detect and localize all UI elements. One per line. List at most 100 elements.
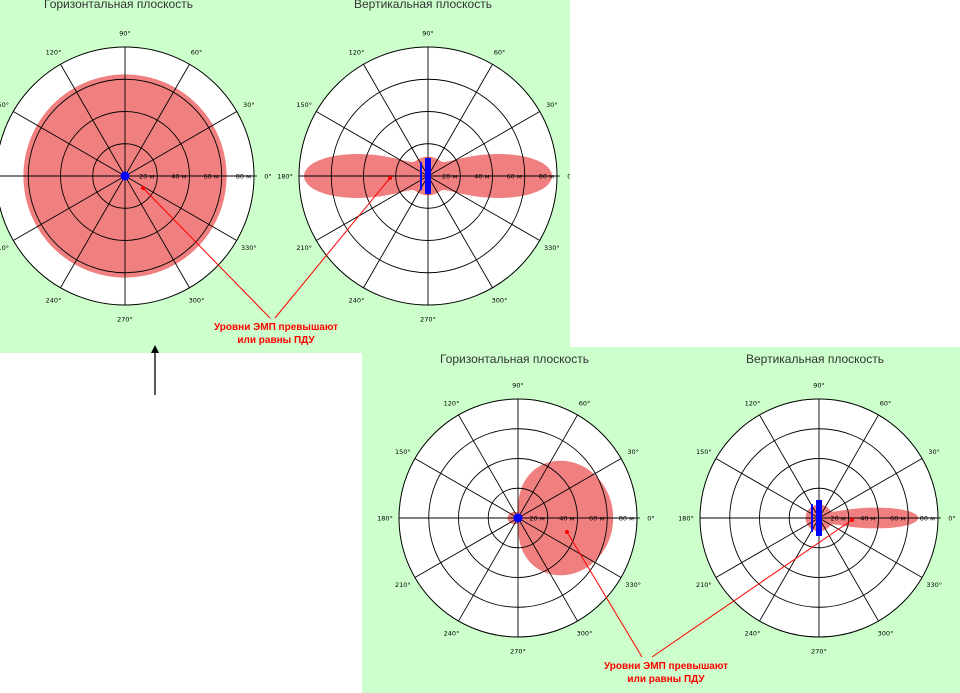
top-vertical-plot: 0°30°60°90°120°150°180°210°240°270°300°3…: [277, 30, 570, 324]
spoke-line: [316, 175, 429, 241]
angle-label: 0°: [647, 515, 654, 523]
spoke-line: [715, 517, 820, 578]
distance-label: 60 м: [589, 515, 604, 523]
spoke-line: [124, 64, 190, 177]
antenna-marker: [420, 162, 422, 190]
distance-label: 40 м: [559, 515, 574, 523]
angle-label: 300°: [492, 296, 508, 304]
angle-label: 210°: [296, 244, 312, 252]
leader-line: [566, 531, 643, 658]
angle-label: 210°: [0, 244, 9, 252]
distance-label: 40 м: [171, 173, 186, 181]
bottom-horizontal-title: Горизонтальная плоскость: [440, 352, 589, 366]
angle-label: 180°: [377, 515, 393, 523]
distance-label: 80 м: [920, 515, 935, 523]
angle-label: 90°: [813, 382, 825, 390]
spoke-line: [818, 458, 923, 519]
antenna-marker: [513, 513, 523, 523]
spoke-line: [759, 517, 820, 622]
spoke-line: [818, 517, 879, 622]
angle-label: 0°: [264, 173, 271, 181]
leader-dot: [850, 518, 854, 522]
antenna-marker: [120, 171, 130, 181]
leader-line: [142, 187, 271, 319]
angle-label: 120°: [444, 399, 460, 407]
distance-label: 20 м: [139, 173, 154, 181]
leader-dot: [141, 186, 145, 190]
spoke-line: [414, 458, 519, 519]
angle-label: 270°: [510, 648, 526, 656]
spoke-line: [517, 458, 622, 519]
distance-label: 60 м: [507, 173, 522, 181]
spoke-line: [363, 175, 429, 288]
angle-label: 60°: [494, 49, 506, 57]
spoke-line: [124, 175, 190, 288]
spoke-line: [13, 175, 126, 241]
angle-label: 330°: [241, 244, 257, 252]
distance-label: 60 м: [890, 515, 905, 523]
bottom-vertical-title: Вертикальная плоскость: [746, 352, 884, 366]
angle-label: 270°: [811, 648, 827, 656]
spoke-line: [818, 414, 879, 519]
angle-label: 120°: [349, 49, 365, 57]
up-arrow: [151, 345, 159, 395]
spoke-line: [13, 111, 126, 177]
angle-label: 60°: [579, 399, 591, 407]
bottom-leader-lines: [565, 518, 854, 658]
angle-label: 60°: [880, 399, 892, 407]
bottom-callout: Уровни ЭМП превышают или равны ПДУ: [586, 660, 746, 686]
angle-label: 240°: [349, 296, 365, 304]
angle-label: 30°: [243, 101, 255, 109]
angle-label: 270°: [117, 316, 133, 324]
leader-dot: [565, 530, 569, 534]
top-horizontal-title: Горизонтальная плоскость: [44, 0, 193, 11]
bottom-horizontal-plot: 0°30°60°90°120°150°180°210°240°270°300°3…: [377, 382, 655, 656]
antenna-marker: [425, 158, 431, 194]
spoke-line: [517, 517, 622, 578]
angle-label: 120°: [745, 399, 761, 407]
top-horizontal-plot: 0°30°60°90°120°150°180°210°240°270°300°3…: [0, 30, 272, 324]
angle-label: 0°: [948, 515, 955, 523]
top-callout: Уровни ЭМП превышают или равны ПДУ: [196, 321, 356, 347]
angle-label: 240°: [46, 296, 62, 304]
distance-label: 20 м: [442, 173, 457, 181]
angle-label: 210°: [395, 581, 411, 589]
angle-label: 270°: [420, 316, 436, 324]
spoke-line: [517, 517, 578, 622]
spoke-line: [427, 175, 540, 241]
bottom-panel: 0°30°60°90°120°150°180°210°240°270°300°3…: [362, 347, 960, 693]
spoke-line: [759, 414, 820, 519]
angle-label: 330°: [625, 581, 641, 589]
leader-dot: [388, 176, 392, 180]
bottom-vertical-plot: 0°30°60°90°120°150°180°210°240°270°300°3…: [678, 382, 956, 656]
spoke-line: [818, 517, 923, 578]
angle-label: 180°: [678, 515, 694, 523]
angle-label: 300°: [577, 630, 593, 638]
spoke-line: [363, 64, 429, 177]
angle-label: 150°: [0, 101, 9, 109]
distance-label: 20 м: [530, 515, 545, 523]
top-callout-line1: Уровни ЭМП превышают: [213, 322, 339, 333]
angle-label: 330°: [926, 581, 942, 589]
spoke-line: [427, 175, 493, 288]
angle-label: 300°: [189, 296, 205, 304]
spoke-line: [427, 111, 540, 177]
angle-label: 150°: [296, 101, 312, 109]
top-callout-line2: или равны ПДУ: [237, 335, 315, 346]
angle-label: 180°: [277, 173, 293, 181]
distance-label: 40 м: [474, 173, 489, 181]
antenna-marker: [816, 500, 822, 536]
angle-label: 120°: [46, 49, 62, 57]
top-leader-lines: [141, 176, 392, 319]
leader-line: [651, 519, 853, 658]
angle-label: 30°: [627, 448, 639, 456]
angle-label: 60°: [191, 49, 203, 57]
distance-label: 20 м: [831, 515, 846, 523]
spoke-line: [124, 111, 237, 177]
spoke-line: [414, 517, 519, 578]
spoke-line: [458, 414, 519, 519]
antenna-marker: [811, 504, 813, 532]
top-panel: 0°30°60°90°120°150°180°210°240°270°300°3…: [0, 0, 570, 353]
angle-label: 210°: [696, 581, 712, 589]
angle-label: 150°: [696, 448, 712, 456]
